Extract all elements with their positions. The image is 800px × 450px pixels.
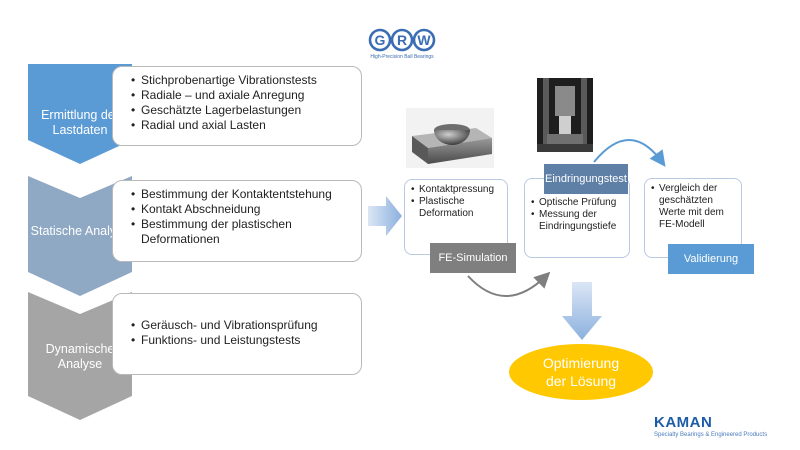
- phase2-bullet: Kontakt Abschneidung: [131, 202, 353, 217]
- phase-box-2: Bestimmung der Kontaktentstehung Kontakt…: [112, 180, 362, 262]
- phase-title-1: Ermittlung der Lastdaten: [41, 108, 119, 137]
- phase3-bullet: Geräusch- und Vibrationsprüfung: [131, 318, 353, 333]
- kaman-logo: KAMAN: [654, 414, 713, 431]
- phase-title-2: Statische Analyse: [30, 224, 130, 238]
- logo-letter-w: W: [417, 32, 431, 48]
- optimization-result: Optimierung der Lösung: [509, 344, 653, 400]
- flow-arrow-right-icon: [368, 196, 402, 236]
- validierung-bullet: Vergleich der geschätzten Werte mit dem …: [651, 183, 735, 231]
- logo-subtitle: High-Precision Ball Bearings: [370, 54, 434, 60]
- validierung-label: Validierung: [668, 244, 754, 274]
- phase-box-1: Stichprobenartige Vibrationstests Radial…: [112, 66, 362, 146]
- logo-letter-g: G: [375, 32, 386, 48]
- phase1-bullet: Radiale – und axiale Anregung: [131, 88, 353, 103]
- eindringung-bullet: Optische Prüfung: [531, 197, 623, 209]
- phase2-bullet: Bestimmung der plastischen Deformationen: [131, 217, 353, 247]
- phase2-bullet: Bestimmung der Kontaktentstehung: [131, 187, 353, 202]
- fe-simulation-image: [406, 108, 494, 168]
- phase-title-3: Dynamische Analyse: [45, 342, 115, 371]
- curved-arrow-blue: [593, 139, 666, 167]
- optimization-result-label: Optimierung der Lösung: [542, 355, 620, 389]
- phase-chevron-3: Dynamische Analyse: [28, 292, 132, 420]
- eindringungstest-label: Eindringungstest: [544, 164, 628, 194]
- grw-logo: G R W: [368, 28, 436, 52]
- eindringung-bullet: Messung der Eindringungstiefe: [531, 209, 623, 233]
- logo-letter-r: R: [397, 32, 407, 48]
- phase-box-3: Geräusch- und Vibrationsprüfung Funktion…: [112, 293, 362, 375]
- kaman-tagline: Specialty Bearings & Engineered Products: [654, 432, 768, 438]
- phase-chevron-1: Ermittlung der Lastdaten: [28, 64, 132, 164]
- phase1-bullet: Radial und axial Lasten: [131, 118, 353, 133]
- indentation-test-image: [537, 78, 593, 152]
- fe-bullet: Kontaktpressung: [411, 184, 501, 196]
- fe-bullet: Plastische Deformation: [411, 196, 501, 220]
- curved-arrow-grey: [467, 271, 551, 297]
- phase-chevron-2: Statische Analyse: [28, 176, 132, 296]
- phase1-bullet: Geschätzte Lagerbelastungen: [131, 103, 353, 118]
- fe-simulation-box: Kontaktpressung Plastische Deformation: [404, 179, 508, 255]
- fe-simulation-label: FE-Simulation: [430, 243, 516, 273]
- phase3-bullet: Funktions- und Leistungstests: [131, 333, 353, 348]
- phase1-bullet: Stichprobenartige Vibrationstests: [131, 73, 353, 88]
- flow-arrow-down-icon: [562, 282, 602, 340]
